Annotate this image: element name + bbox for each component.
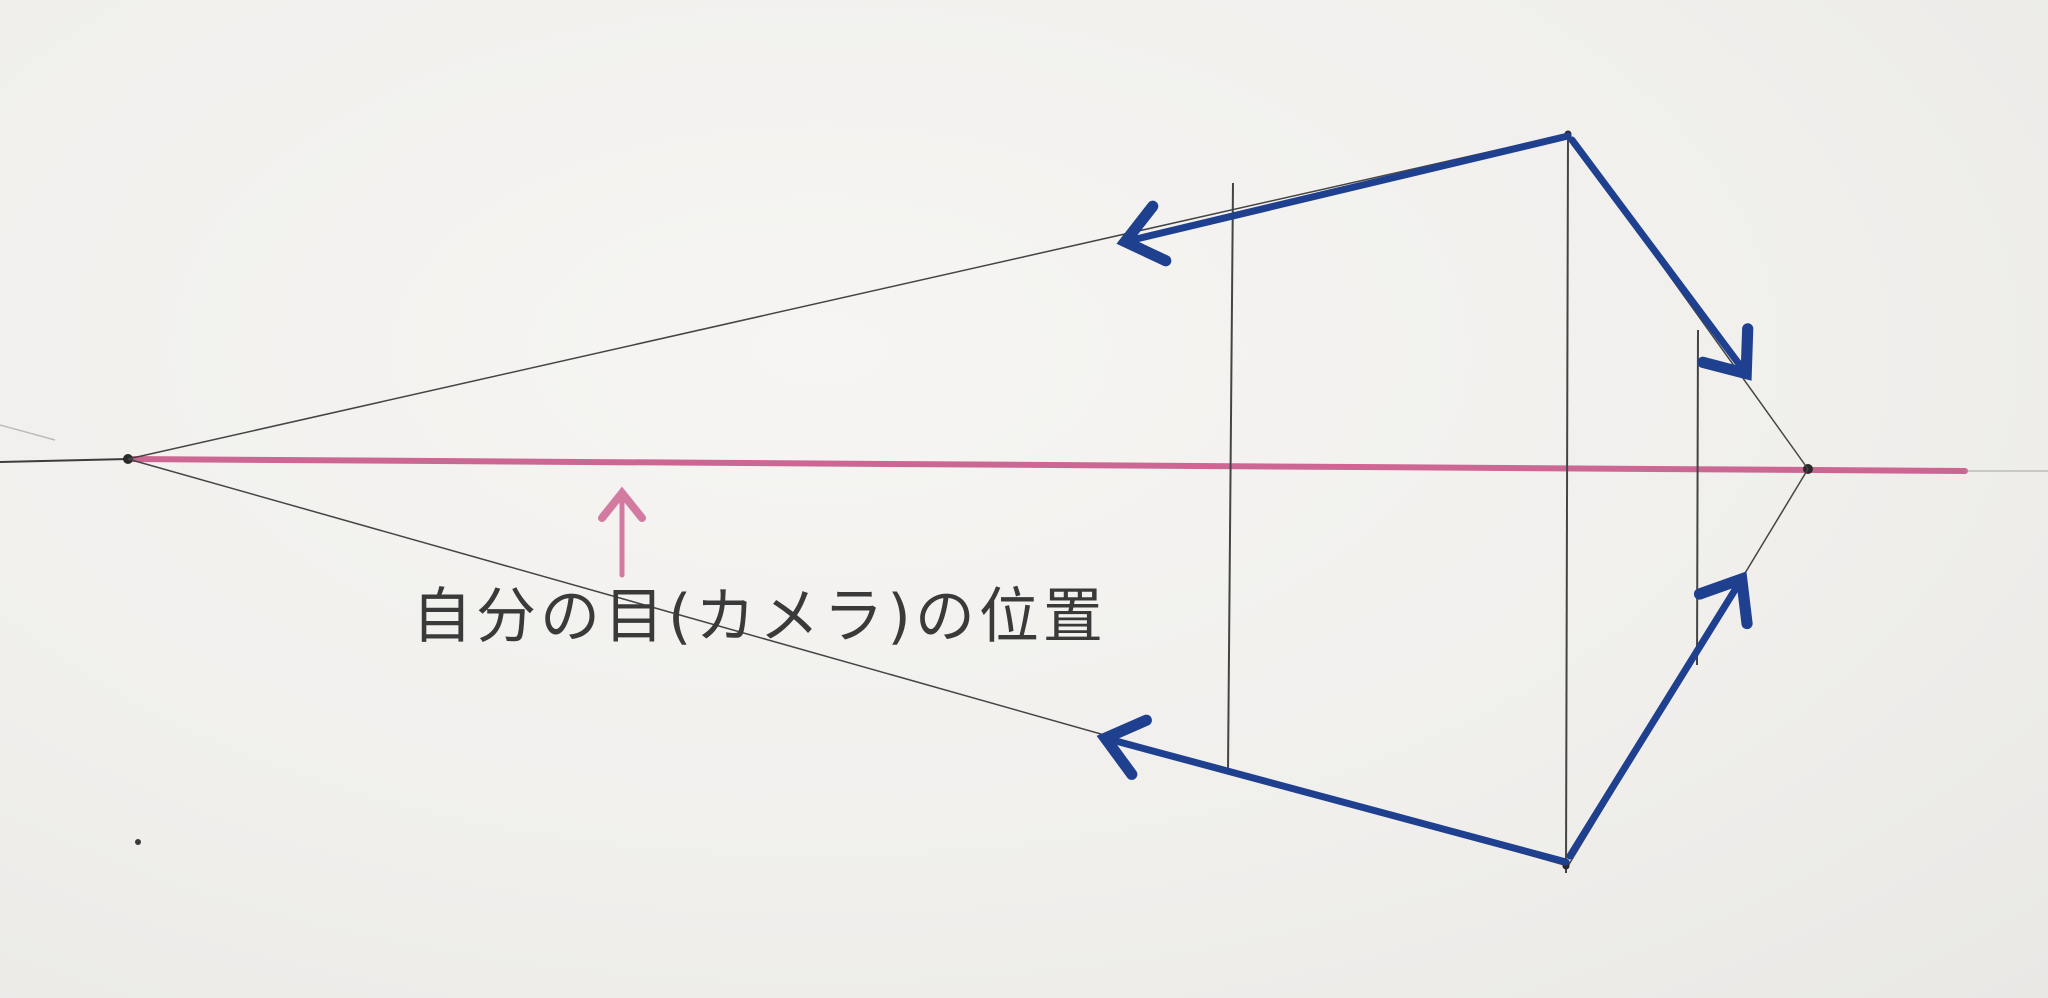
vertical-edge-left — [1227, 182, 1234, 771]
stray-dot — [135, 839, 141, 845]
faint-construction-line — [0, 424, 56, 441]
blue-arrow-lower-left — [1096, 714, 1570, 866]
vertical-edge-right — [1696, 329, 1699, 666]
blue-arrow-upper-right — [1568, 136, 1754, 381]
vertical-edge-front — [1565, 133, 1569, 874]
horizon-extension-left — [0, 458, 129, 463]
blue-arrow-upper-left — [1116, 132, 1572, 267]
eye-level-line — [125, 456, 1968, 474]
perspective-line-upper-left — [127, 133, 1569, 460]
eye-position-caption: 自分の目(カメラ)の位置 — [412, 582, 1107, 652]
blue-arrow-lower-right — [1566, 571, 1753, 860]
